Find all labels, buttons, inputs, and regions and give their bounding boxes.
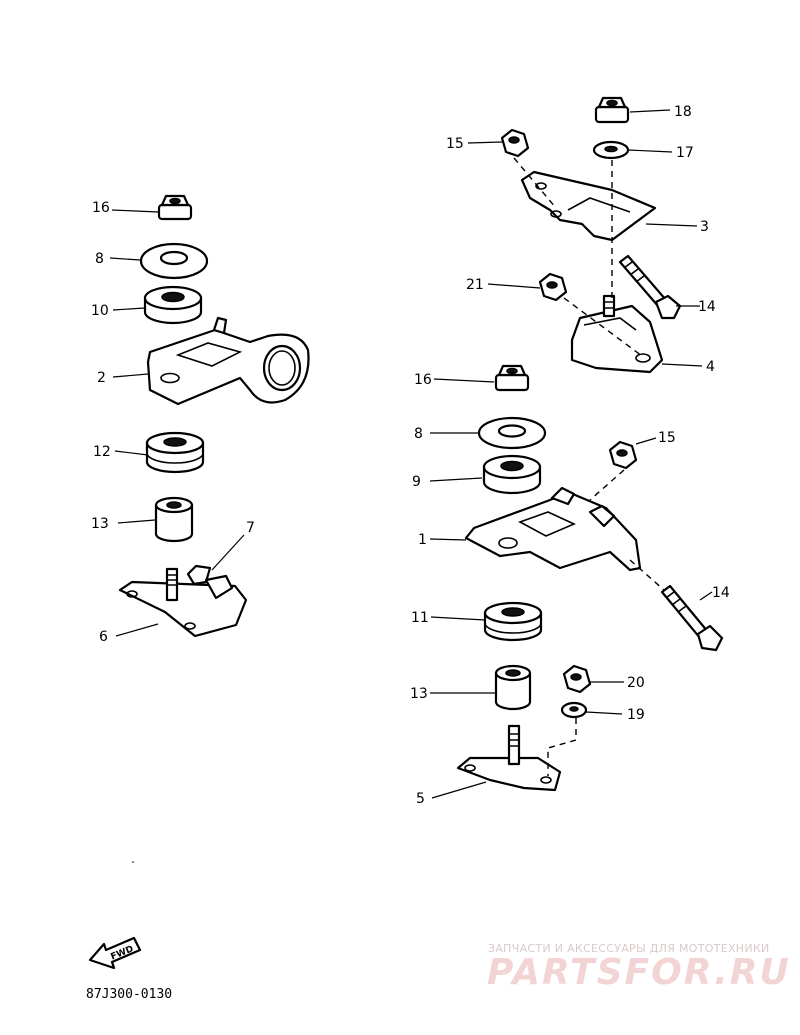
assembly-dash-lines bbox=[513, 157, 665, 776]
callout-19: 19 bbox=[627, 707, 645, 723]
callout-13-left: 13 bbox=[91, 516, 109, 532]
part-21-nut bbox=[538, 272, 568, 302]
part-11-rubber bbox=[483, 601, 543, 642]
callout-21: 21 bbox=[466, 277, 484, 293]
part-8-washer-left bbox=[139, 242, 209, 280]
fwd-arrow-icon: FWD bbox=[88, 936, 142, 970]
callout-7: 7 bbox=[246, 520, 255, 536]
part-3-bracket bbox=[520, 170, 657, 242]
callout-14-lower: 14 bbox=[712, 585, 730, 601]
part-9-rubber bbox=[482, 454, 542, 495]
callout-16-left: 16 bbox=[92, 200, 110, 216]
part-15-nut-mid bbox=[608, 440, 638, 470]
callout-8-left: 8 bbox=[95, 251, 104, 267]
callout-10: 10 bbox=[91, 303, 109, 319]
part-1-bracket bbox=[464, 486, 642, 572]
callout-11: 11 bbox=[411, 610, 429, 626]
part-16-nut-right bbox=[494, 364, 530, 392]
callout-15-top: 15 bbox=[446, 136, 464, 152]
part-10-rubber bbox=[143, 285, 203, 325]
callout-18: 18 bbox=[674, 104, 692, 120]
diagram-code: 87J300-0130 bbox=[86, 987, 173, 1002]
callout-17: 17 bbox=[676, 145, 694, 161]
callout-16-right: 16 bbox=[414, 372, 432, 388]
part-13-collar-left bbox=[154, 496, 194, 543]
callout-14-upper: 14 bbox=[698, 299, 716, 315]
part-17-washer bbox=[592, 140, 630, 160]
callout-9: 9 bbox=[412, 474, 421, 490]
part-19-washer bbox=[560, 701, 588, 719]
part-13-collar-right bbox=[494, 664, 532, 711]
part-7-clip bbox=[186, 564, 234, 600]
watermark-tagline: ЗАПЧАСТИ И АКСЕССУАРЫ ДЛЯ МОТОТЕХНИКИ bbox=[488, 942, 770, 955]
part-18-nut bbox=[594, 96, 630, 124]
part-15-nut-top bbox=[500, 128, 530, 158]
callout-labels: 16 8 10 2 12 13 7 6 18 15 17 3 21 14 4 1… bbox=[91, 104, 730, 807]
callout-5: 5 bbox=[416, 791, 425, 807]
part-14-bolt-lower bbox=[660, 584, 724, 652]
callout-6: 6 bbox=[99, 629, 108, 645]
part-14-bolt-upper bbox=[618, 254, 682, 320]
part-12-rubber bbox=[145, 431, 205, 474]
leader-lines bbox=[109, 109, 713, 799]
part-2-bracket bbox=[146, 316, 310, 406]
callout-20: 20 bbox=[627, 675, 645, 691]
callout-15-mid: 15 bbox=[658, 430, 676, 446]
part-20-nut bbox=[562, 664, 592, 694]
speck-dot bbox=[132, 861, 134, 863]
part-16-nut-left bbox=[157, 194, 193, 221]
callout-2: 2 bbox=[97, 370, 106, 386]
callout-8-right: 8 bbox=[414, 426, 423, 442]
callout-13-right: 13 bbox=[410, 686, 428, 702]
part-5-plate bbox=[456, 724, 562, 792]
callout-1: 1 bbox=[418, 532, 427, 548]
callout-4: 4 bbox=[706, 359, 715, 375]
callout-3: 3 bbox=[700, 219, 709, 235]
part-4-mount bbox=[570, 294, 664, 374]
callout-12: 12 bbox=[93, 444, 111, 460]
watermark-logo: PARTSFOR.RU bbox=[487, 952, 791, 993]
part-8-washer-right bbox=[477, 416, 547, 450]
